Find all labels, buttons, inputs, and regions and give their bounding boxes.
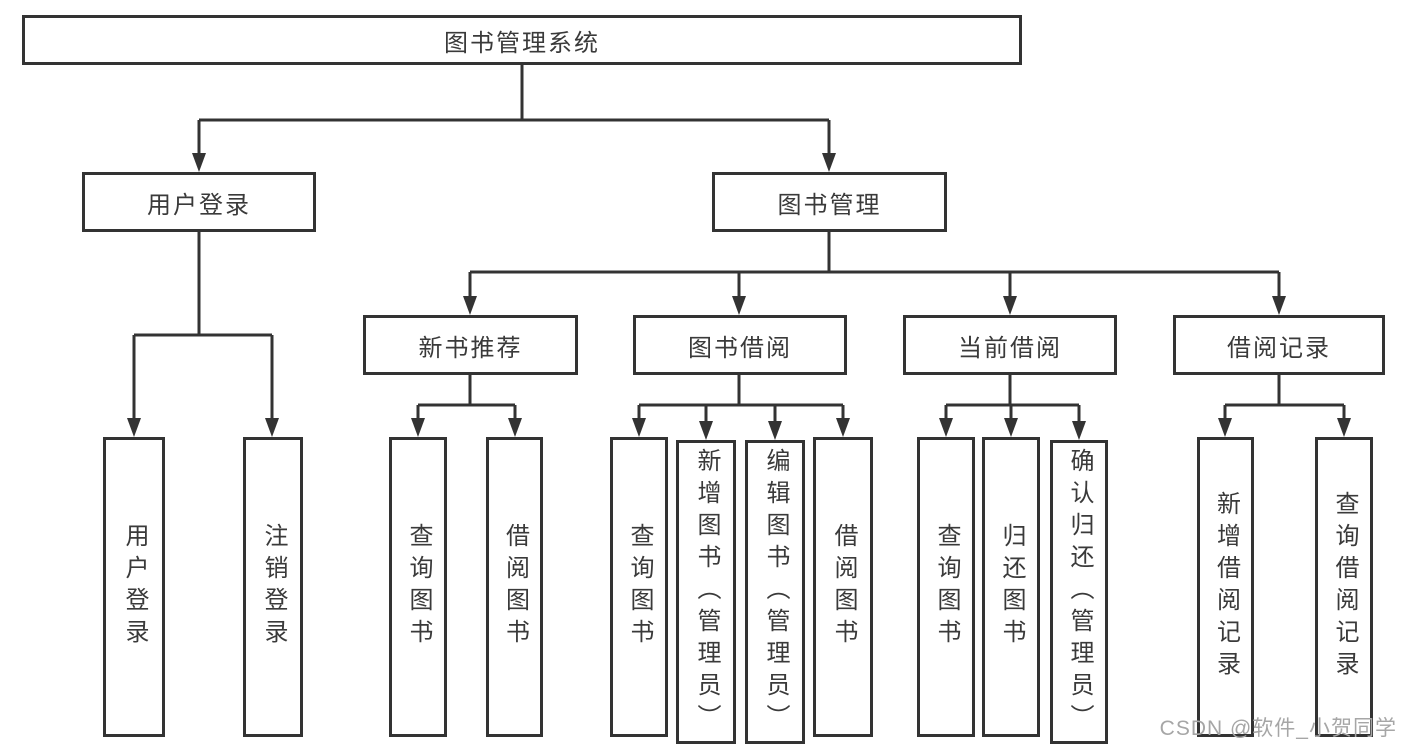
arrowhead-down-icon (632, 418, 646, 437)
node-current-borrowing: 当前借阅 (903, 315, 1117, 375)
leaf-borrow-books-2-label: 借阅图书 (830, 523, 857, 651)
arrowhead-down-icon (939, 418, 953, 437)
leaf-query-books-2-label: 查询图书 (626, 523, 653, 651)
leaf-add-books-admin-label: 新增图书（管理员） (693, 448, 720, 736)
arrowhead-down-icon (836, 418, 850, 437)
leaf-add-books-admin: 新增图书（管理员） (676, 440, 736, 744)
arrowhead-down-icon (732, 296, 746, 315)
leaf-borrow-books-2: 借阅图书 (813, 437, 873, 737)
arrowhead-down-icon (1003, 296, 1017, 315)
leaf-query-borrow-record-label: 查询借阅记录 (1331, 491, 1358, 683)
leaf-user-login: 用户登录 (103, 437, 165, 737)
node-root: 图书管理系统 (22, 15, 1022, 65)
node-borrowing-records: 借阅记录 (1173, 315, 1385, 375)
arrowhead-down-icon (192, 153, 206, 172)
node-book-management: 图书管理 (712, 172, 947, 232)
leaf-borrow-books-1-label: 借阅图书 (501, 523, 529, 651)
leaf-query-borrow-record: 查询借阅记录 (1315, 437, 1373, 737)
arrowhead-down-icon (1004, 418, 1018, 437)
node-root-label: 图书管理系统 (444, 29, 600, 57)
arrowhead-down-icon (1337, 418, 1351, 437)
arrowhead-down-icon (822, 153, 836, 172)
arrowhead-down-icon (508, 418, 522, 437)
leaf-confirm-return-admin: 确认归还（管理员） (1050, 440, 1108, 744)
leaf-logout: 注销登录 (243, 437, 303, 737)
arrowhead-down-icon (127, 418, 141, 437)
arrowhead-down-icon (768, 421, 782, 440)
leaf-add-borrow-record: 新增借阅记录 (1197, 437, 1254, 737)
arrowhead-down-icon (1072, 421, 1086, 440)
watermark: CSDN @软件_小贺同学 (1159, 717, 1397, 740)
leaf-add-borrow-record-label: 新增借阅记录 (1212, 491, 1240, 683)
arrowhead-down-icon (411, 418, 425, 437)
node-book-management-label: 图书管理 (777, 191, 882, 219)
leaf-edit-books-admin: 编辑图书（管理员） (745, 440, 805, 744)
arrowhead-down-icon (699, 421, 713, 440)
leaf-borrow-books-1: 借阅图书 (486, 437, 543, 737)
node-new-book-recommend-label: 新书推荐 (418, 334, 523, 362)
arrowhead-down-icon (265, 418, 279, 437)
arrowhead-down-icon (463, 296, 477, 315)
node-user-login-module-label: 用户登录 (147, 191, 251, 219)
node-user-login-module: 用户登录 (82, 172, 316, 232)
leaf-confirm-return-admin-label: 确认归还（管理员） (1066, 448, 1093, 736)
leaf-return-books-label: 归还图书 (998, 523, 1025, 651)
node-new-book-recommend: 新书推荐 (363, 315, 578, 375)
leaf-query-books-3-label: 查询图书 (933, 523, 960, 651)
leaf-query-books-1: 查询图书 (389, 437, 447, 737)
arrowhead-down-icon (1218, 418, 1232, 437)
leaf-logout-label: 注销登录 (260, 523, 287, 651)
leaf-user-login-label: 用户登录 (121, 523, 148, 651)
leaf-edit-books-admin-label: 编辑图书（管理员） (762, 448, 789, 736)
leaf-return-books: 归还图书 (982, 437, 1040, 737)
node-current-borrowing-label: 当前借阅 (958, 334, 1062, 362)
connector-path (132, 65, 1346, 428)
leaf-query-books-3: 查询图书 (917, 437, 975, 737)
node-book-borrowing: 图书借阅 (633, 315, 847, 375)
node-borrowing-records-label: 借阅记录 (1227, 334, 1331, 362)
leaf-query-books-1-label: 查询图书 (405, 523, 432, 651)
arrowhead-down-icon (1272, 296, 1286, 315)
leaf-query-books-2: 查询图书 (610, 437, 668, 737)
node-book-borrowing-label: 图书借阅 (688, 334, 792, 362)
